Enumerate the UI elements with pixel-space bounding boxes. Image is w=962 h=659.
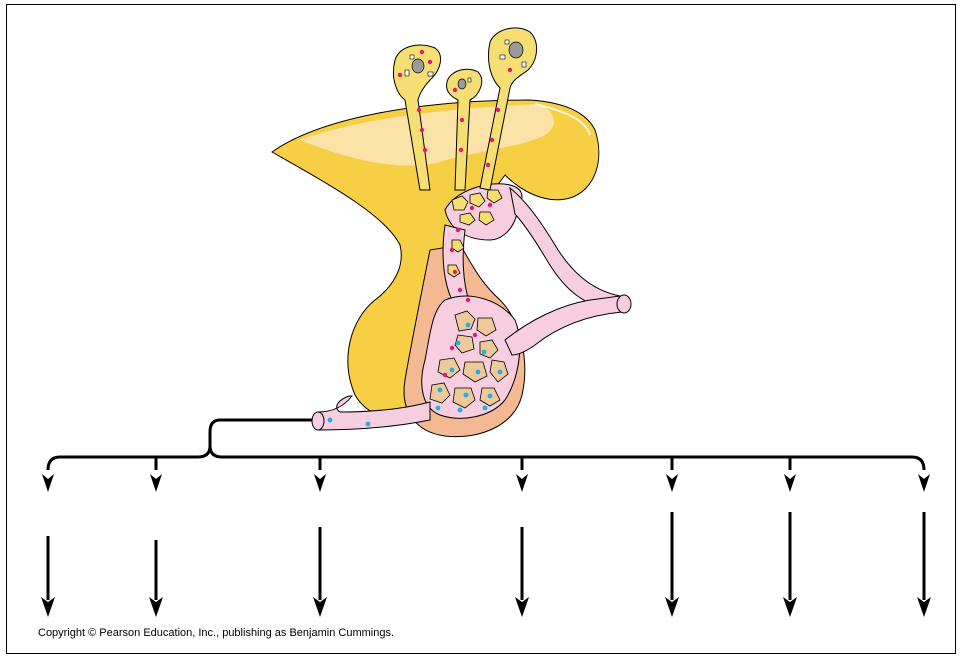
arrow-down-icon	[42, 474, 54, 492]
lower-arrowheads	[41, 597, 931, 617]
arrow-down-icon	[516, 474, 528, 492]
lower-arrows	[48, 512, 924, 600]
arrow-down-icon	[784, 474, 796, 492]
copyright-notice: Copyright © Pearson Education, Inc., pub…	[38, 627, 394, 639]
arrow-down-icon	[918, 474, 930, 492]
arrow-down-icon	[150, 474, 162, 492]
arrow-down-icon	[314, 474, 326, 492]
arrow-down-icon	[666, 474, 678, 492]
upper-arrowheads	[42, 474, 930, 492]
